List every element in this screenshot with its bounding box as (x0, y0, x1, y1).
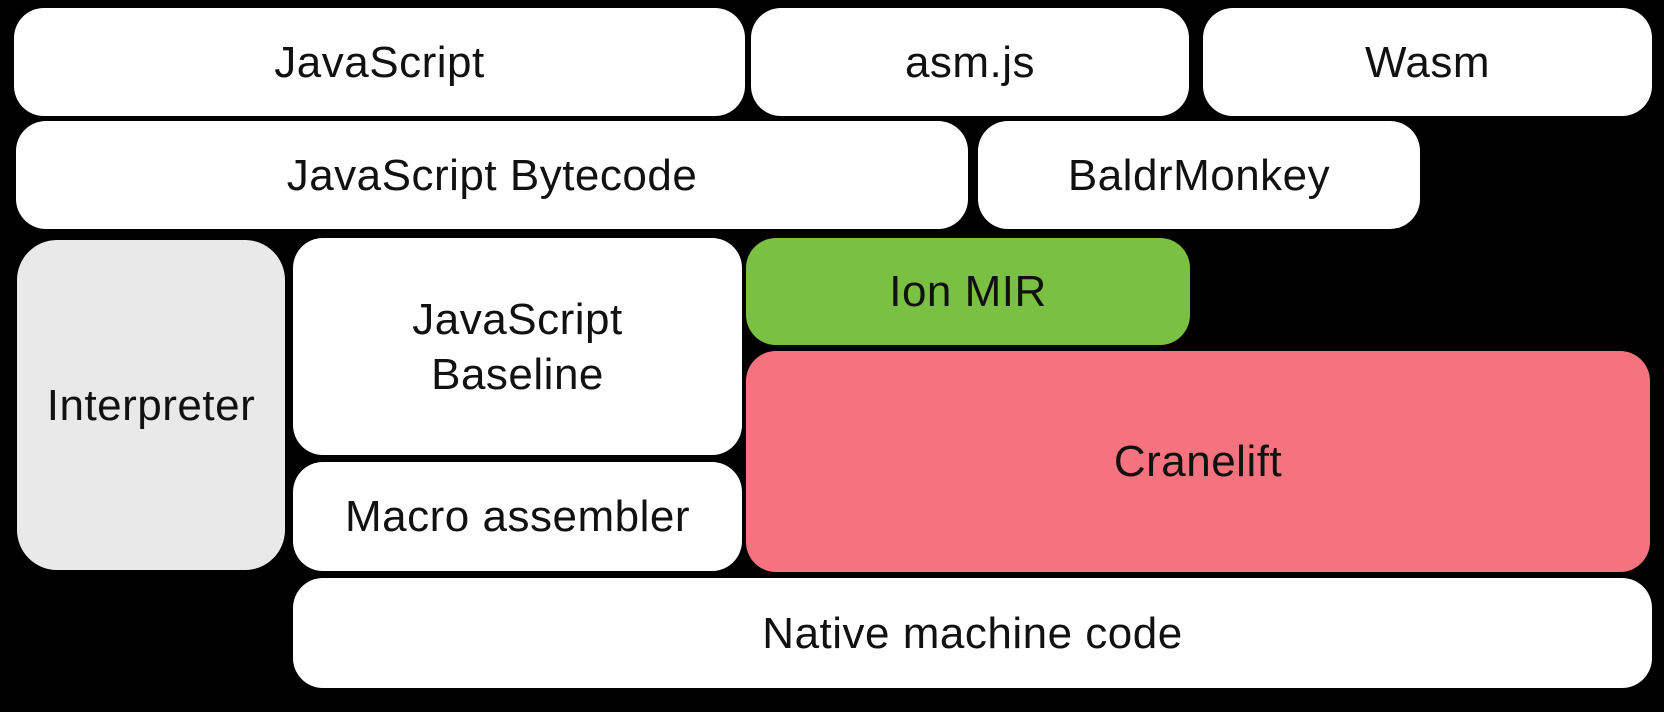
box-javascript-baseline: JavaScript Baseline (293, 238, 742, 455)
box-asmjs: asm.js (751, 8, 1189, 116)
box-javascript-bytecode: JavaScript Bytecode (16, 121, 968, 229)
box-native-machine-code: Native machine code (293, 578, 1652, 688)
box-javascript: JavaScript (14, 8, 745, 116)
box-macro-assembler: Macro assembler (293, 462, 742, 571)
box-cranelift: Cranelift (746, 351, 1650, 572)
box-wasm: Wasm (1203, 8, 1652, 116)
box-baldrmonkey: BaldrMonkey (978, 121, 1420, 229)
box-interpreter: Interpreter (17, 240, 285, 570)
box-ion-mir: Ion MIR (746, 238, 1190, 345)
